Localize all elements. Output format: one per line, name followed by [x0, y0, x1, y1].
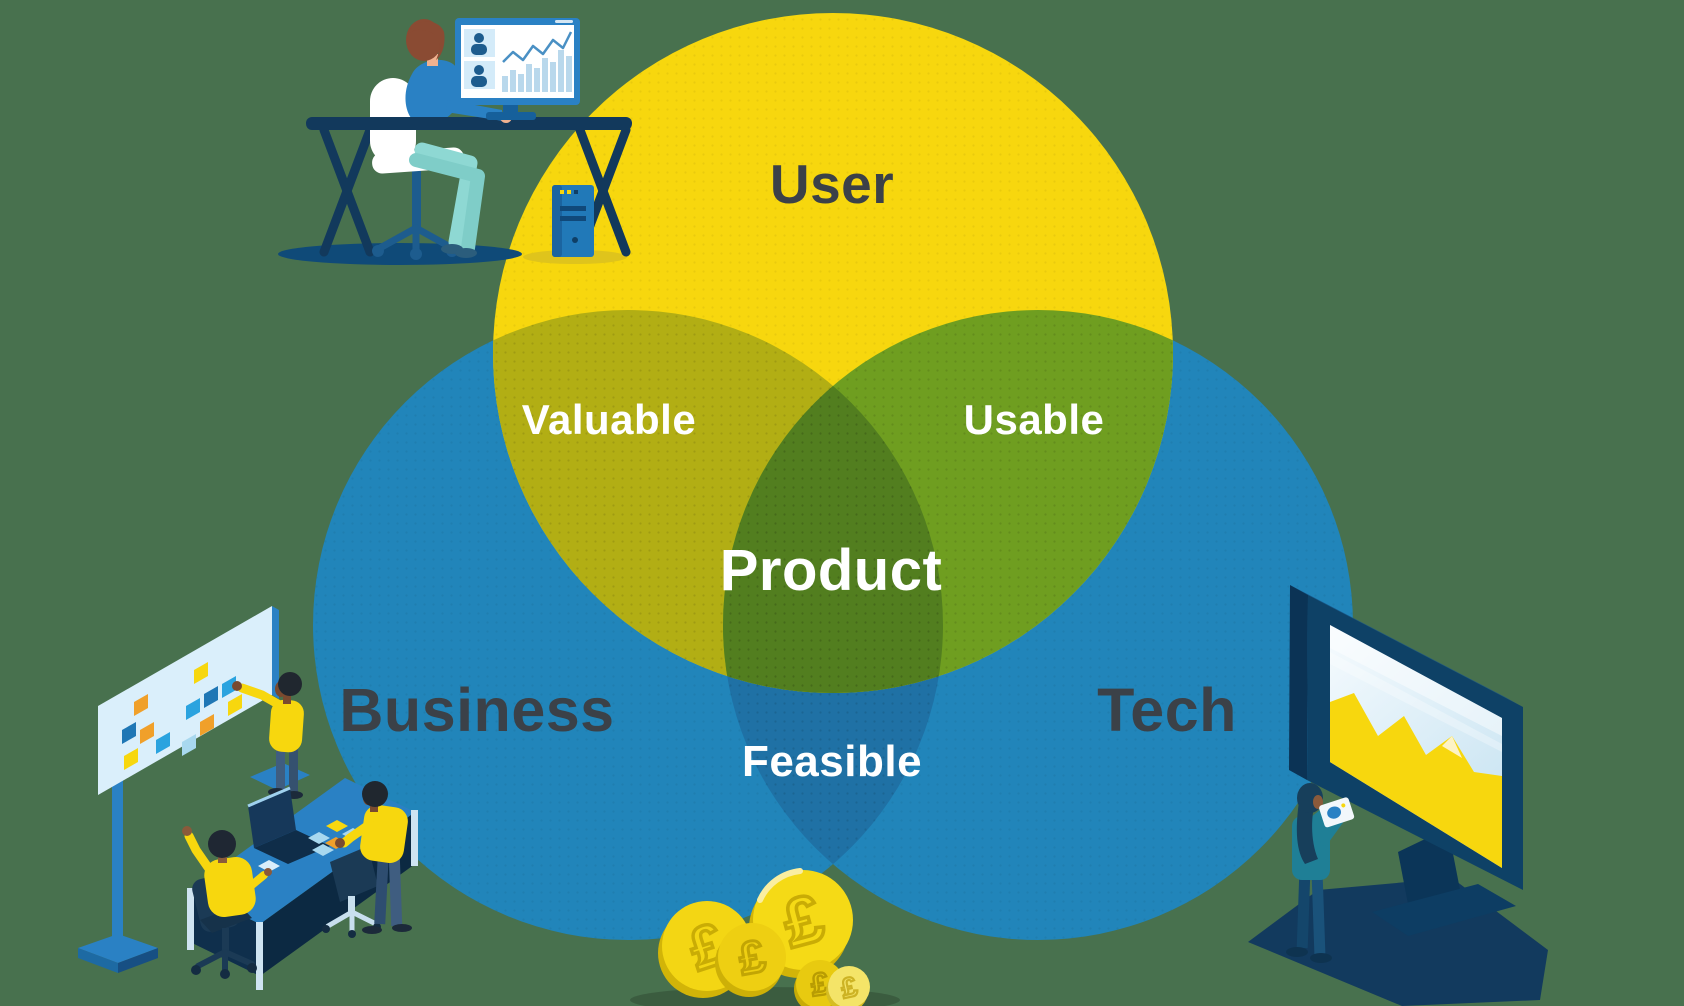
large-monitor-icon — [1289, 585, 1523, 890]
person-standing-at-table — [335, 781, 412, 934]
user-label: User — [770, 153, 894, 215]
monitor-stand — [1372, 828, 1516, 936]
venn-circles — [313, 13, 1353, 940]
coin: £ — [826, 966, 870, 1006]
desk-top — [306, 117, 632, 130]
tablet-icon — [1319, 797, 1355, 828]
person-with-tablet — [1286, 783, 1355, 963]
venn-labels: User Valuable Usable Product Business Te… — [339, 153, 1237, 786]
whiteboard-edge — [272, 606, 279, 699]
valuable-label: Valuable — [522, 396, 696, 443]
person-pointing-at-board — [232, 672, 310, 799]
illustration-tech-scene — [1248, 585, 1548, 1006]
area-chart-on-screen — [1330, 693, 1502, 868]
halftone-texture — [313, 13, 1353, 940]
monitor-icon — [455, 18, 580, 120]
whiteboard — [98, 606, 272, 795]
floor-shadow — [278, 243, 522, 265]
pc-tower-icon — [552, 185, 594, 257]
illustration-coins: £ £ £ £ £ — [630, 868, 900, 1006]
coin: £ — [715, 923, 786, 997]
illustration-workshop-scene — [78, 606, 418, 990]
coin: £ — [794, 960, 844, 1006]
tech-label: Tech — [1097, 676, 1237, 744]
product-label: Product — [720, 538, 943, 603]
whiteboard-stand — [78, 698, 158, 973]
sticky-notes-board — [122, 662, 242, 770]
video-call-tiles — [464, 29, 495, 89]
person-seated-at-table — [182, 826, 272, 917]
bar-chart-on-screen — [502, 31, 573, 92]
feasible-label: Feasible — [742, 737, 922, 786]
desk-legs — [319, 125, 631, 257]
usable-label: Usable — [964, 396, 1105, 443]
chair-right — [322, 846, 381, 938]
illustration-desk-scene — [278, 18, 632, 265]
business-label: Business — [339, 676, 614, 744]
